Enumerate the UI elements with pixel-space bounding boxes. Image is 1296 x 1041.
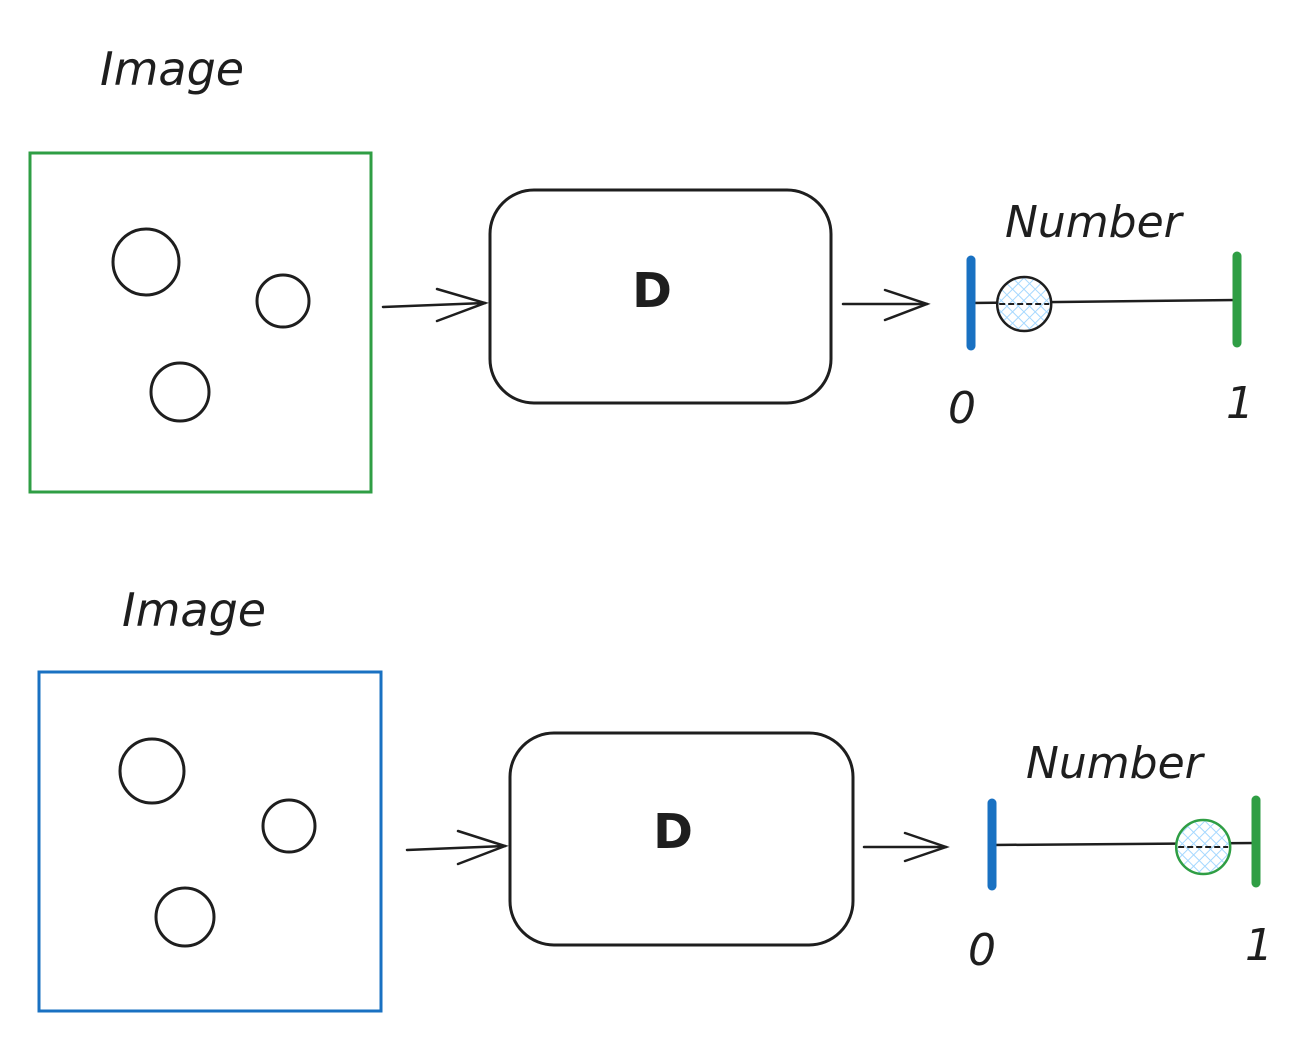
scale-min-label: 0 — [968, 925, 996, 976]
output-scale: 0 1 — [948, 251, 1254, 434]
output-marker — [1174, 818, 1232, 876]
arrow-image-to-model — [381, 287, 489, 323]
image-content — [118, 737, 317, 948]
scale-min-label: 0 — [948, 383, 976, 434]
scale-max-label: 1 — [1245, 920, 1273, 971]
model-label: D — [632, 263, 672, 319]
scale-max-label: 1 — [1226, 378, 1254, 429]
model-box: D — [508, 731, 855, 947]
image-frame — [28, 151, 373, 494]
image-content — [111, 227, 311, 423]
image-label: Image — [122, 583, 266, 637]
arrow-model-to-output — [841, 288, 931, 322]
output-scale: 0 1 — [968, 795, 1273, 976]
image-circle — [154, 886, 216, 948]
image-circle — [111, 227, 181, 297]
arrow-model-to-output — [862, 831, 950, 863]
model-box: D — [488, 188, 833, 405]
diagram-row-2: Image D Number 0 1 — [37, 583, 1273, 1013]
image-circle — [261, 798, 317, 854]
output-label: Number — [1026, 738, 1206, 789]
image-circle — [255, 273, 311, 329]
image-label: Image — [100, 42, 244, 96]
arrow-image-to-model — [405, 829, 509, 866]
model-label: D — [653, 804, 693, 860]
image-frame — [37, 670, 383, 1013]
image-circle — [149, 361, 211, 423]
output-marker — [995, 275, 1053, 333]
diagram-row-1: Image D Number 0 1 — [28, 42, 1254, 494]
output-label: Number — [1005, 197, 1185, 248]
image-circle — [118, 737, 186, 805]
